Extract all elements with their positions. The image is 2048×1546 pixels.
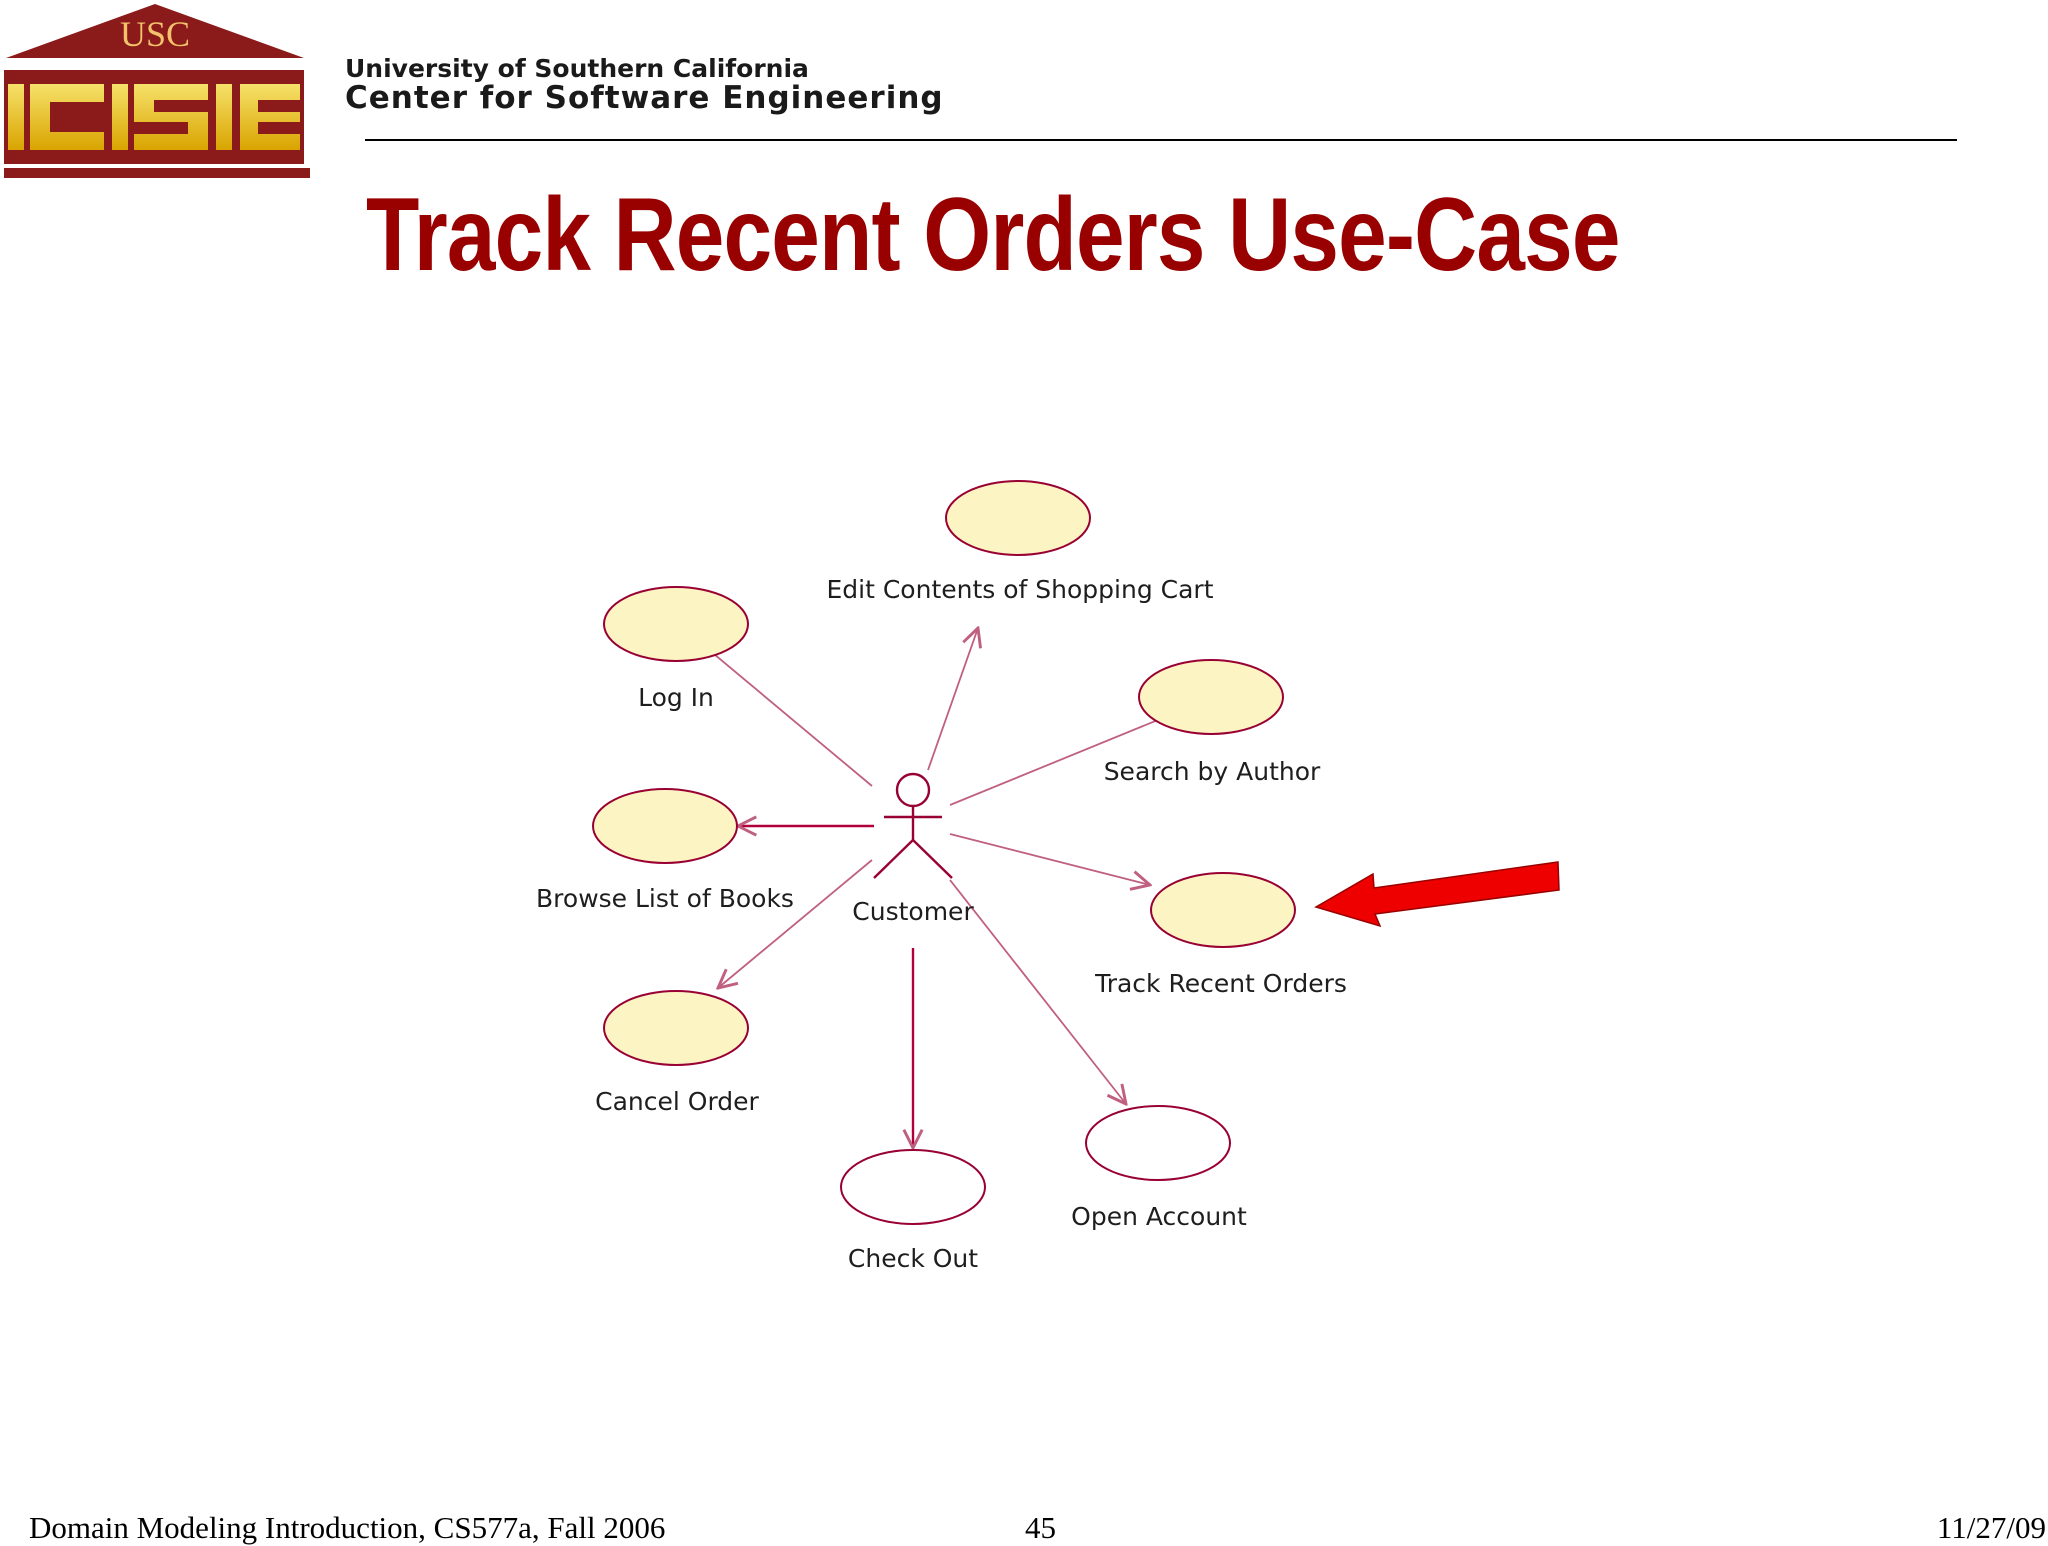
institution-name: University of Southern California [345,54,809,83]
link-track-orders [949,833,1150,885]
link-open-account [949,879,1126,1104]
usc-cse-logo: USC [4,4,310,178]
use-case-log-in-label: Log In [638,683,714,712]
use-case-edit-cart-label: Edit Contents of Shopping Cart [826,575,1213,604]
use-case-cancel-order-label: Cancel Order [595,1087,759,1116]
actor-customer-icon [873,772,953,879]
logo-usc-text: USC [120,14,190,54]
footer-course: Domain Modeling Introduction, CS577a, Fa… [29,1510,666,1545]
link-cancel-order [718,859,873,988]
use-case-open-account [1085,1105,1231,1181]
use-case-log-in [603,586,749,662]
highlight-arrow-icon [1314,861,1560,928]
use-case-track-orders [1150,872,1296,948]
use-case-search-author [1138,659,1284,735]
use-case-check-out [840,1149,986,1225]
actor-label: Customer [852,897,974,926]
use-case-check-out-label: Check Out [848,1244,978,1273]
use-case-browse-books-label: Browse List of Books [536,884,794,913]
footer-date: 11/27/09 [1936,1510,2046,1545]
use-case-track-orders-label: Track Recent Orders [1094,969,1347,998]
link-edit-cart [927,628,978,771]
use-case-browse-books [592,788,738,864]
page-title: Track Recent Orders Use-Case [366,177,1620,293]
center-name: Center for Software Engineering [345,80,944,116]
use-case-search-author-label: Search by Author [1104,757,1321,786]
use-case-cancel-order [603,990,749,1066]
footer-page-number: 45 [1025,1510,1056,1545]
use-case-open-account-label: Open Account [1071,1202,1247,1231]
header-divider [365,139,1957,141]
use-case-edit-cart [945,480,1091,556]
